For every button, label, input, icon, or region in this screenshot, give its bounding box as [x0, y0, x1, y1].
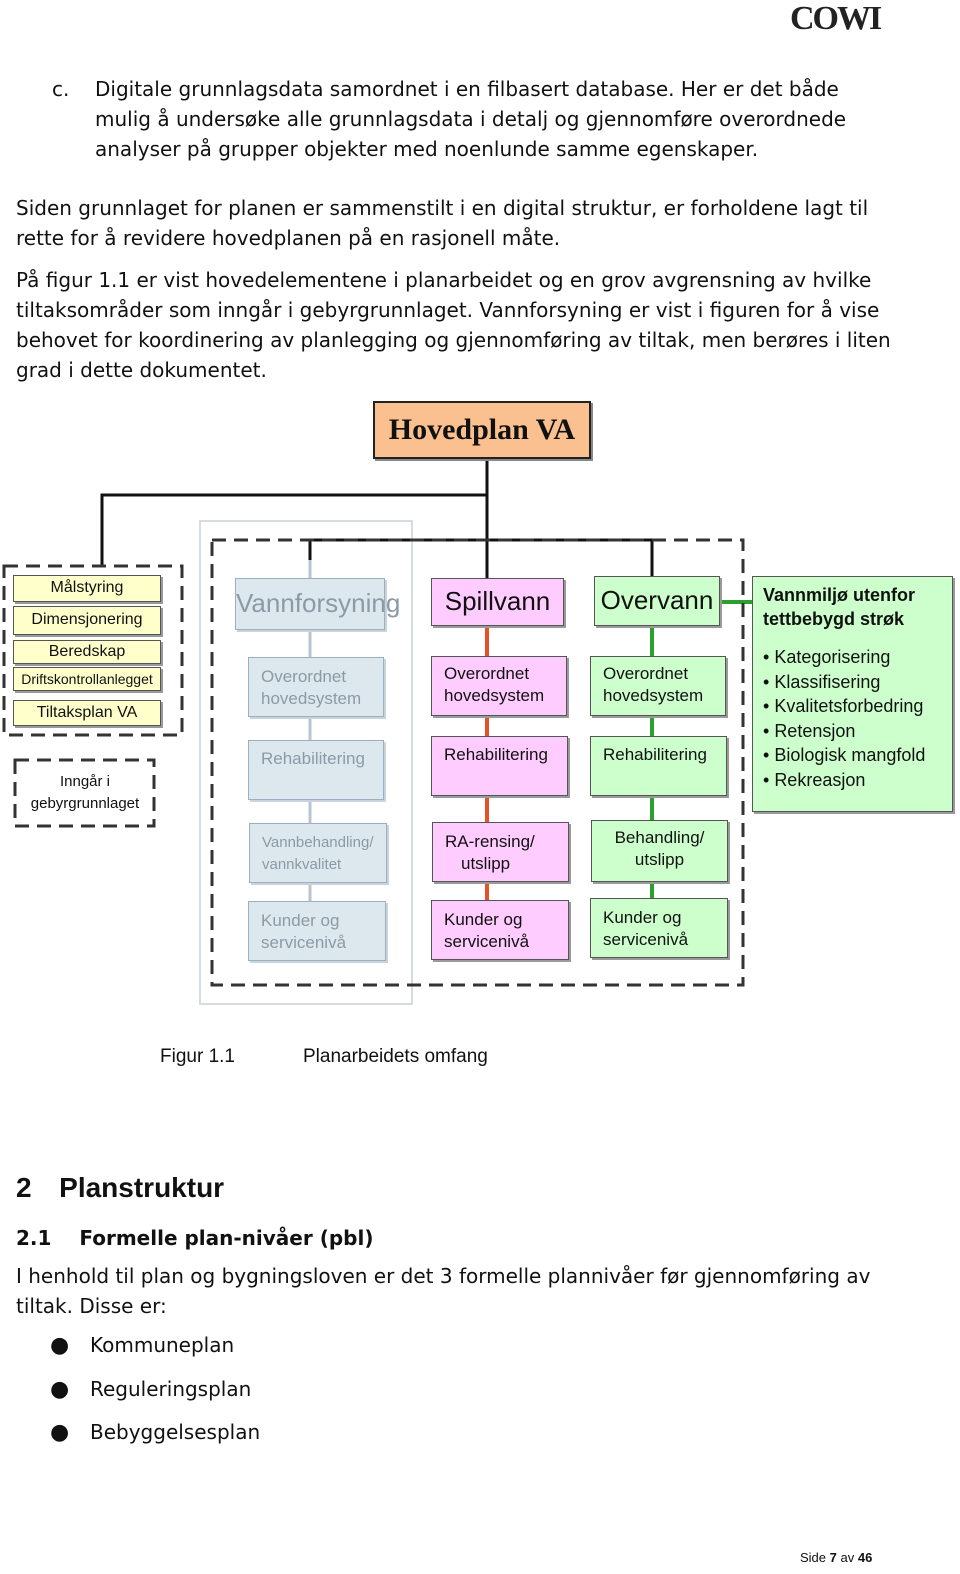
legend-dashed-box [13, 758, 156, 828]
box-line: hovedsystem [261, 689, 362, 708]
text-line: Siden grunnlaget for planen er sammensti… [16, 196, 869, 220]
bullet-icon: ● [50, 1376, 70, 1402]
spillvann-rehabilitering-box: Rehabilitering [431, 736, 568, 796]
dimensjonering-box: Dimensjonering [13, 606, 161, 635]
vannforsyning-header: Vannforsyning [235, 578, 400, 630]
hovedplan-va-box: Hovedplan VA [373, 401, 591, 459]
vannmiljo-box: Vannmiljø utenfor tettbebygd strøk Kateg… [752, 576, 953, 812]
spillvann-ra-rensing-box: RA-rensing/ utslipp [432, 822, 569, 882]
overvann-behandling-box: Behandling/ utslipp [591, 820, 728, 882]
vannforsyning-kunder-box: Kunder og servicenivå [248, 901, 386, 961]
root-connector-left [100, 459, 489, 566]
legend-text: Inngår i gebyrgrunnlaget [20, 771, 150, 815]
vannmiljo-item: Biologisk mangfold [763, 743, 942, 768]
figure-caption-text: Planarbeidets omfang [303, 1046, 488, 1067]
box-line: Overordnet [603, 664, 689, 683]
box-line: Kunder og [444, 910, 523, 929]
text-line: rette for å revidere hovedplanen på en r… [16, 226, 561, 250]
legend-line: Inngår i [59, 773, 111, 790]
box-line: RA-rensing/ [445, 832, 535, 851]
box-line: Vannbehandling/ [262, 834, 374, 851]
footer-total: 46 [857, 1550, 873, 1565]
footer-middle: av [840, 1550, 855, 1565]
box-line: Kunder og [603, 908, 682, 927]
subsection-title: Formelle plan-nivåer (pbl) [79, 1226, 374, 1250]
list-item: ● Reguleringsplan [50, 1377, 260, 1421]
vannmiljo-item: Klassifisering [763, 670, 942, 695]
section-title: Planstruktur [59, 1172, 225, 1203]
section-number: 2 [16, 1172, 32, 1203]
box-line: servicenivå [603, 930, 689, 949]
box-line: hovedsystem [603, 686, 704, 705]
legend-line: gebyrgrunnlaget [30, 795, 140, 812]
malstyring-box: Målstyring [13, 575, 161, 602]
overvann-header: Overvann [594, 576, 720, 626]
box-line: Kunder og [261, 911, 340, 930]
list-marker: c. [52, 77, 70, 101]
section-heading: 2 Planstruktur [16, 1172, 224, 1204]
vannmiljo-title: tettbebygd strøk [763, 609, 905, 629]
list-item-label: Bebyggelsesplan [90, 1420, 261, 1444]
bullet-icon: ● [50, 1333, 70, 1358]
paragraph-1: Siden grunnlaget for planen er sammensti… [16, 193, 868, 253]
box-line: utslipp [634, 850, 685, 869]
vannforsyning-overordnet-box: Overordnet hovedsystem [248, 657, 384, 717]
box-line: vannkvalitet [262, 856, 342, 873]
vannmiljo-item: Kvalitetsforbedring [763, 694, 942, 719]
list-item-c-text: Digitale grunnlagsdata samordnet i en fi… [95, 74, 846, 164]
box-line: Overordnet [444, 664, 530, 683]
text-line: grad i dette dokumentet. [16, 358, 267, 382]
plan-levels-list: ● Kommuneplan ● Reguleringsplan ● Bebyggels… [50, 1333, 260, 1464]
figure-label: Figur 1.1 [160, 1046, 235, 1067]
overvann-kunder-box: Kunder og servicenivå [590, 898, 728, 958]
text-line: I henhold til plan og bygningsloven er d… [16, 1264, 871, 1288]
cowi-logo: COWI [790, 0, 882, 37]
vannmiljo-item: Kategorisering [763, 645, 942, 670]
vannmiljo-list: Kategorisering Klassifisering Kvalitetsf… [763, 645, 942, 792]
text-line: behovet for koordinering av planlegging … [16, 328, 891, 352]
box-line: Behandling/ [614, 828, 705, 847]
spillvann-kunder-box: Kunder og servicenivå [431, 900, 569, 960]
vannforsyning-rehabilitering-box: Rehabilitering [248, 740, 384, 800]
box-line: utslipp [461, 854, 511, 873]
gebyrgrunnlag-boundary-left [2, 564, 184, 737]
vannmiljo-item: Rekreasjon [763, 768, 942, 793]
footer-page: 7 [829, 1550, 837, 1565]
paragraph-3: I henhold til plan og bygningsloven er d… [16, 1261, 870, 1321]
spillvann-header: Spillvann [431, 578, 564, 626]
text-line: På figur 1.1 er vist hovedelementene i p… [16, 268, 872, 292]
text-line: Digitale grunnlagsdata samordnet i en fi… [95, 77, 839, 101]
text-line: analyser på grupper objekter med noenlun… [95, 137, 759, 161]
list-item: ● Bebyggelsesplan [50, 1420, 260, 1464]
text-line: mulig å undersøke alle grunnlagsdata i d… [95, 107, 847, 131]
overvann-rehabilitering-box: Rehabilitering [590, 736, 727, 796]
bullet-icon: ● [50, 1420, 70, 1445]
tiltaksplan-va-box: Tiltaksplan VA [13, 700, 161, 726]
paragraph-2: På figur 1.1 er vist hovedelementene i p… [16, 265, 891, 385]
list-item-label: Kommuneplan [90, 1333, 235, 1357]
beredskap-box: Beredskap [13, 640, 161, 664]
subsection-heading: 2.1 Formelle plan-nivåer (pbl) [16, 1226, 373, 1250]
vannmiljo-item: Retensjon [763, 719, 942, 744]
box-line: servicenivå [261, 933, 347, 952]
box-line: servicenivå [444, 932, 530, 951]
list-item: ● Kommuneplan [50, 1333, 260, 1377]
text-line: tiltaksområder som inngår i gebyrgrunnla… [16, 298, 880, 322]
page-footer: Side 7 av 46 [800, 1550, 872, 1565]
footer-prefix: Side [800, 1550, 827, 1565]
vannforsyning-vannbehandling-box: Vannbehandling/ vannkvalitet [249, 823, 387, 883]
spillvann-overordnet-box: Overordnet hovedsystem [431, 656, 567, 716]
text-line: tiltak. Disse er: [16, 1294, 167, 1318]
vannmiljo-title: Vannmiljø utenfor [763, 585, 916, 605]
list-item-c: c. [52, 74, 69, 104]
subsection-number: 2.1 [16, 1226, 52, 1250]
box-line: hovedsystem [444, 686, 545, 705]
gebyrgrunnlag-boundary-main [210, 538, 745, 987]
box-line: Overordnet [261, 667, 347, 686]
list-item-label: Reguleringsplan [90, 1376, 252, 1401]
driftskontrollanlegget-box: Driftskontrollanlegget [13, 667, 161, 691]
overvann-overordnet-box: Overordnet hovedsystem [590, 656, 726, 716]
